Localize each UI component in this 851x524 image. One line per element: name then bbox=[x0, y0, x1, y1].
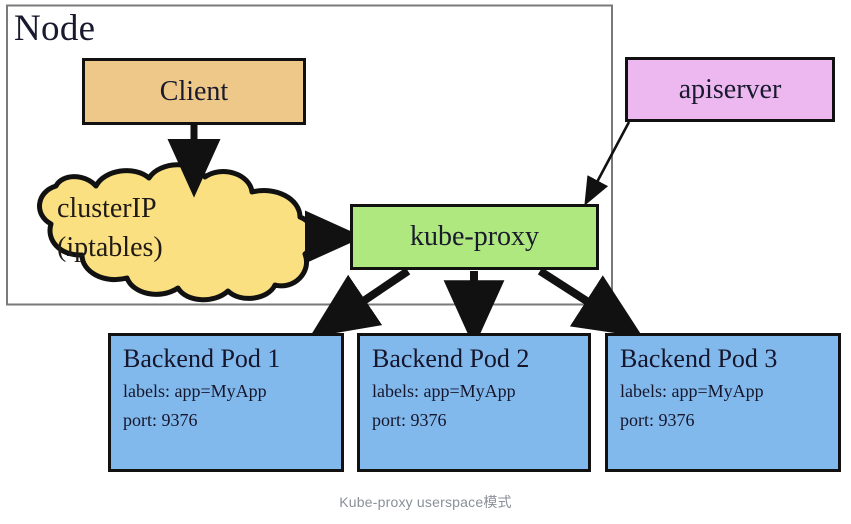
edge-kubeproxy-to-pod3 bbox=[537, 267, 643, 338]
pod-title: Backend Pod 3 bbox=[620, 344, 778, 373]
backend-pod-2[interactable]: Backend Pod 2 labels: app=MyApp port: 93… bbox=[357, 333, 591, 472]
pod-labels: labels: app=MyApp bbox=[123, 380, 267, 401]
pod-port: port: 9376 bbox=[123, 410, 198, 431]
apiserver-label: apiserver bbox=[678, 73, 782, 105]
edge-kubeproxy-to-pod1 bbox=[309, 267, 411, 338]
pod-title: Backend Pod 1 bbox=[123, 344, 281, 373]
pod-title: Backend Pod 2 bbox=[372, 344, 530, 373]
client-label: Client bbox=[159, 75, 229, 107]
backend-pod-1[interactable]: Backend Pod 1 labels: app=MyApp port: 93… bbox=[108, 333, 344, 472]
apiserver-box[interactable]: apiserver bbox=[625, 57, 835, 122]
diagram-caption: Kube-proxy userspace模式 bbox=[339, 494, 512, 510]
edge-apiserver-to-kubeproxy bbox=[584, 121, 631, 206]
pod-port: port: 9376 bbox=[620, 410, 695, 431]
clusterip-cloud bbox=[37, 162, 316, 303]
pod-port: port: 9376 bbox=[372, 410, 447, 431]
kube-proxy-label: kube-proxy bbox=[409, 221, 540, 252]
pod-labels: labels: app=MyApp bbox=[620, 380, 764, 401]
kube-proxy-box[interactable]: kube-proxy bbox=[350, 204, 599, 270]
client-box[interactable]: Client bbox=[82, 58, 306, 125]
pod-labels: labels: app=MyApp bbox=[372, 380, 516, 401]
node-label: Node bbox=[14, 8, 96, 49]
backend-pod-3[interactable]: Backend Pod 3 labels: app=MyApp port: 93… bbox=[605, 333, 841, 472]
